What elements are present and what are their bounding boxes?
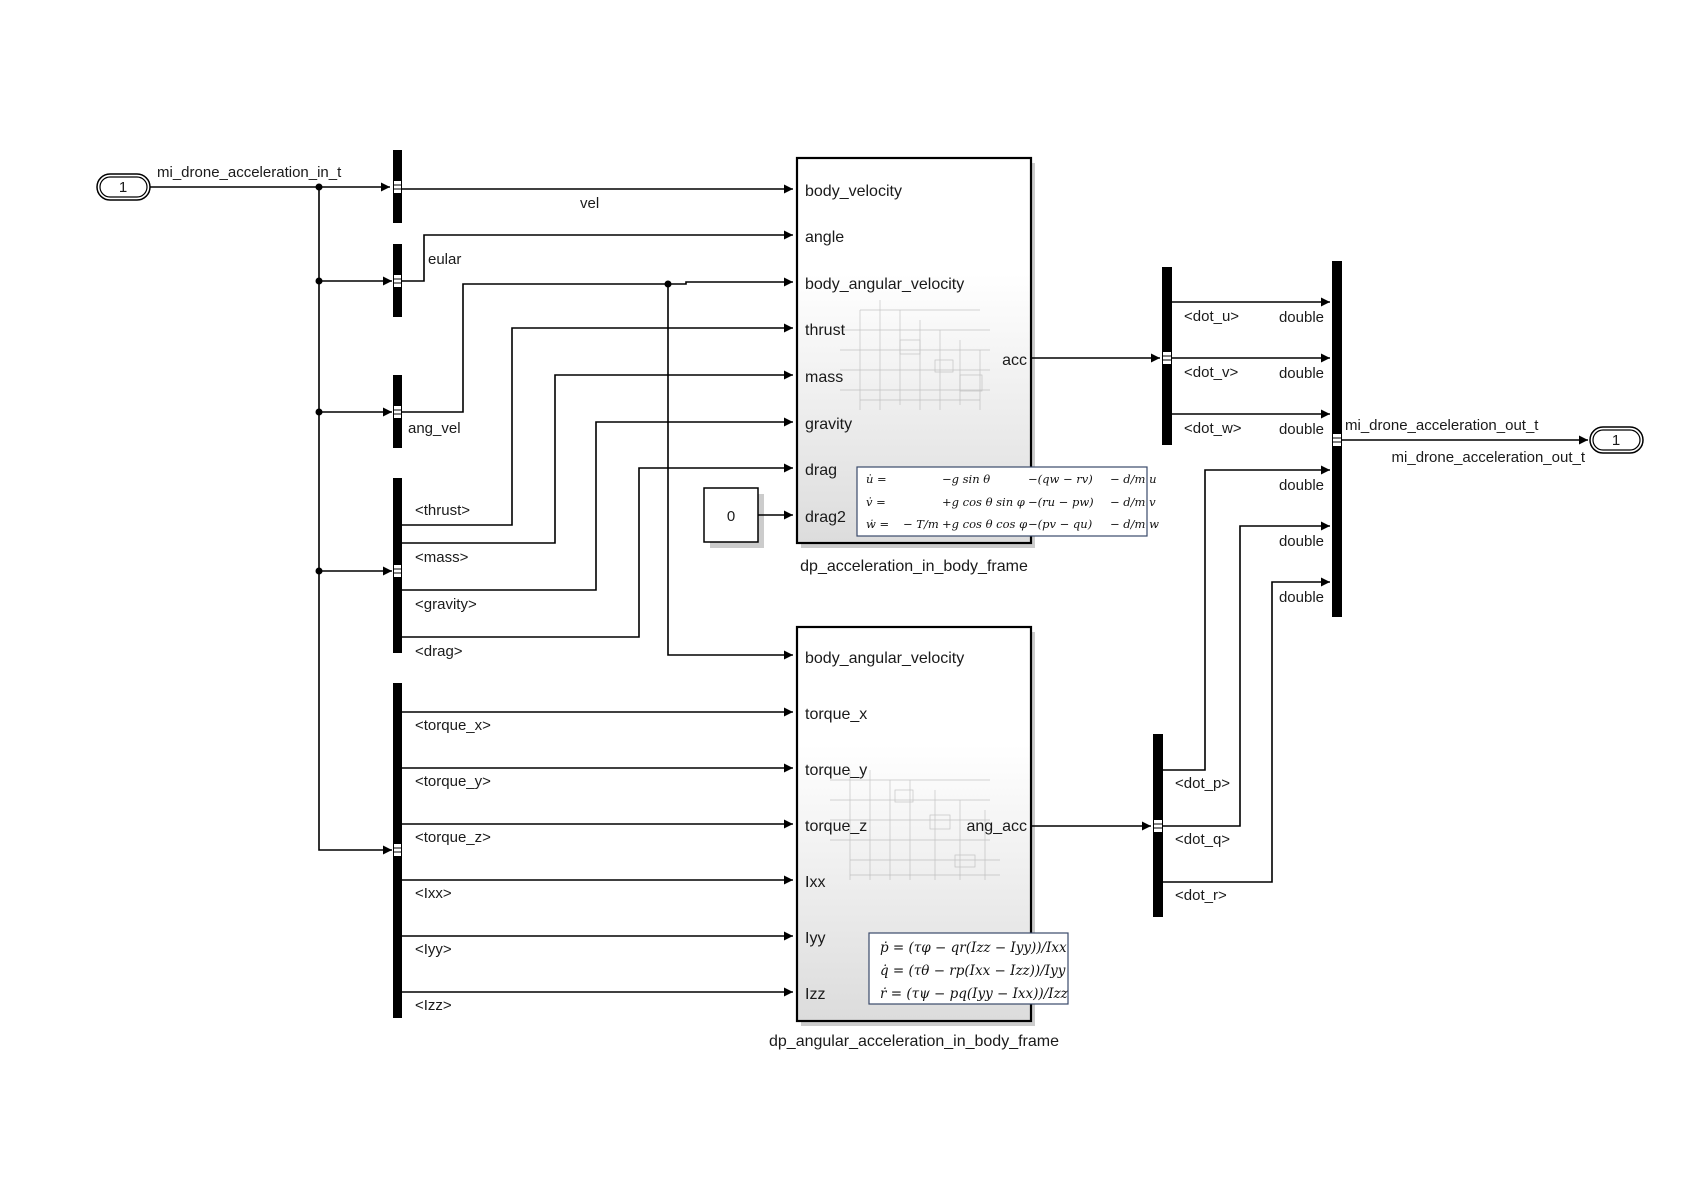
selector-torque-z-label: <torque_z>: [415, 829, 491, 846]
ang-output-ang-acc: ang_acc: [967, 818, 1028, 835]
acc-input-thrust: thrust: [805, 322, 846, 339]
bus-in-2-type: double: [1279, 365, 1324, 382]
selector-iyy-label: <Iyy>: [415, 941, 452, 958]
selector-dot-q-label: <dot_q>: [1175, 831, 1230, 848]
svg-text:− d/m u: − d/m u: [1110, 472, 1157, 486]
svg-text:ṙ = (τψ − pq(Iyy − Ixx))/Izz: ṙ = (τψ − pq(Iyy − Ixx))/Izz: [880, 986, 1069, 1002]
input-wires: [150, 182, 392, 855]
selector-thrust-label: <thrust>: [415, 502, 470, 519]
selector-dot-w-label: <dot_w>: [1184, 420, 1242, 437]
outport-block[interactable]: 1: [1589, 426, 1644, 454]
bus-in-1-type: double: [1279, 309, 1324, 326]
wires-to-ang-block: [402, 707, 793, 997]
acc-output-acc: acc: [1002, 352, 1027, 369]
bus-selector-ang-out[interactable]: [1153, 734, 1163, 917]
selector-gravity-label: <gravity>: [415, 596, 477, 613]
subsystem-mask-graphic-2: [830, 770, 1000, 880]
outport-number: 1: [1612, 432, 1620, 449]
svg-text:− T/m: − T/m: [903, 517, 939, 531]
acc-block-name: dp_acceleration_in_body_frame: [800, 558, 1028, 575]
svg-text:q̇ = (τθ − rp(Ixx − Izz))/Iyy: q̇ = (τθ − rp(Ixx − Izz))/Iyy: [880, 963, 1066, 979]
bus-in-6-type: double: [1279, 589, 1324, 606]
bus-creator-block[interactable]: [1332, 261, 1342, 617]
svg-text:ṗ = (τφ − qr(Izz − Iyy))/Ixx: ṗ = (τφ − qr(Izz − Iyy))/Ixx: [880, 940, 1067, 956]
selector-dot-p-label: <dot_p>: [1175, 775, 1230, 792]
constant-value: 0: [727, 508, 735, 525]
signal-label-vel: vel: [580, 195, 599, 212]
ang-input-torque-y: torque_y: [805, 762, 867, 779]
bus-selector-torque[interactable]: [393, 683, 402, 1018]
svg-text:v̇ =: v̇ =: [866, 495, 886, 509]
ang-input-iyy: Iyy: [805, 930, 825, 947]
bus-in-3-type: double: [1279, 421, 1324, 438]
ang-block-name: dp_angular_acceleration_in_body_frame: [769, 1033, 1059, 1050]
acc-equation-annotation: u̇ = −g sin θ −(qw − rv) − d/m u v̇ = +g…: [856, 466, 1159, 537]
svg-text:ẇ =: ẇ =: [866, 517, 889, 531]
outport-signal-label-top: mi_drone_acceleration_out_t: [1345, 417, 1539, 434]
ang-input-izz: Izz: [805, 986, 825, 1003]
acc-input-gravity: gravity: [805, 416, 852, 433]
bus-selector-ang-vel[interactable]: [393, 375, 402, 448]
signal-label-ang-vel: ang_vel: [408, 420, 461, 437]
svg-text:−(qw − rv): −(qw − rv): [1028, 472, 1093, 486]
acc-input-body-angular-velocity: body_angular_velocity: [805, 276, 964, 293]
wires-to-bus-creator: [1163, 297, 1330, 883]
selector-dot-u-label: <dot_u>: [1184, 308, 1239, 325]
svg-text:+g cos θ cos φ: +g cos θ cos φ: [942, 517, 1027, 531]
bus-in-5-type: double: [1279, 533, 1324, 550]
ang-equation-annotation: ṗ = (τφ − qr(Izz − Iyy))/Ixx q̇ = (τθ − …: [868, 932, 1069, 1005]
bus-selector-eular[interactable]: [393, 244, 402, 317]
subsystem-mask-graphic: [840, 300, 990, 410]
svg-text:u̇ =: u̇ =: [866, 472, 887, 486]
outport-signal-label-bottom: mi_drone_acceleration_out_t: [1392, 449, 1586, 466]
selector-ixx-label: <Ixx>: [415, 885, 452, 902]
ang-input-torque-x: torque_x: [805, 706, 867, 723]
acceleration-subsystem-block[interactable]: [795, 156, 1035, 548]
inport-signal-label: mi_drone_acceleration_in_t: [157, 164, 342, 181]
acc-input-body-velocity: body_velocity: [805, 183, 902, 200]
ang-input-torque-z: torque_z: [805, 818, 867, 835]
acc-input-drag2: drag2: [805, 509, 846, 526]
svg-text:− d/m v: − d/m v: [1110, 495, 1156, 509]
ang-input-body-angular-velocity: body_angular_velocity: [805, 650, 964, 667]
signal-label-eular: eular: [428, 251, 461, 268]
selector-izz-label: <Izz>: [415, 997, 452, 1014]
selector-dot-r-label: <dot_r>: [1175, 887, 1227, 904]
svg-text:− d/m w: − d/m w: [1110, 517, 1159, 531]
svg-text:−g sin θ: −g sin θ: [942, 472, 990, 486]
bus-selector-params[interactable]: [393, 478, 402, 653]
acc-input-mass: mass: [805, 369, 843, 386]
svg-text:−(pv − qu): −(pv − qu): [1028, 517, 1092, 531]
bus-selector-acc-out[interactable]: [1162, 267, 1172, 445]
inport-number: 1: [119, 179, 127, 196]
svg-text:−(ru − pw): −(ru − pw): [1028, 495, 1094, 509]
selector-mass-label: <mass>: [415, 549, 469, 566]
selector-dot-v-label: <dot_v>: [1184, 364, 1238, 381]
bus-selector-vel[interactable]: [393, 150, 402, 223]
selector-torque-y-label: <torque_y>: [415, 773, 491, 790]
selector-drag-label: <drag>: [415, 643, 463, 660]
ang-input-ixx: Ixx: [805, 874, 825, 891]
svg-text:+g cos θ sin φ: +g cos θ sin φ: [942, 495, 1025, 509]
selector-torque-x-label: <torque_x>: [415, 717, 491, 734]
inport-block[interactable]: 1: [96, 173, 151, 201]
bus-in-4-type: double: [1279, 477, 1324, 494]
acc-input-angle: angle: [805, 229, 844, 246]
wires-to-acc-block: [402, 184, 793, 660]
constant-block[interactable]: 0: [703, 487, 764, 548]
acc-input-drag: drag: [805, 462, 837, 479]
